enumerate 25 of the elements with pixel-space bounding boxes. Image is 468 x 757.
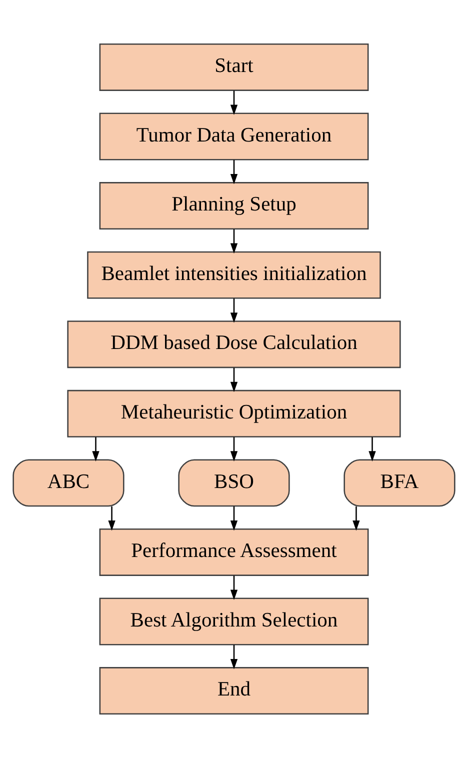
arrow bbox=[230, 575, 238, 600]
arrow bbox=[230, 228, 238, 254]
arrow bbox=[108, 506, 116, 530]
node-box: End bbox=[99, 666, 369, 714]
arrow bbox=[230, 506, 238, 530]
node-box: ABC bbox=[12, 458, 124, 506]
node-box: DDM based Dose Calculation bbox=[67, 320, 401, 368]
node-box: Metaheuristic Optimization bbox=[67, 389, 401, 437]
node-box: Start bbox=[99, 42, 369, 90]
arrow bbox=[352, 506, 360, 530]
arrow bbox=[368, 436, 376, 461]
node-box: Best Algorithm Selection bbox=[99, 597, 369, 645]
node-box: Tumor Data Generation bbox=[99, 112, 369, 160]
arrow bbox=[230, 159, 238, 184]
node-box: Beamlet intensities initialization bbox=[87, 250, 381, 298]
node-box: Planning Setup bbox=[99, 182, 369, 230]
arrow bbox=[230, 644, 238, 669]
arrow bbox=[230, 298, 238, 322]
node-box: BFA bbox=[344, 458, 456, 506]
node-box: Performance Assessment bbox=[99, 528, 369, 576]
arrow bbox=[230, 367, 238, 392]
arrow bbox=[230, 90, 238, 115]
arrow bbox=[230, 436, 238, 461]
arrow bbox=[92, 436, 100, 461]
node-box: BSO bbox=[178, 458, 290, 506]
